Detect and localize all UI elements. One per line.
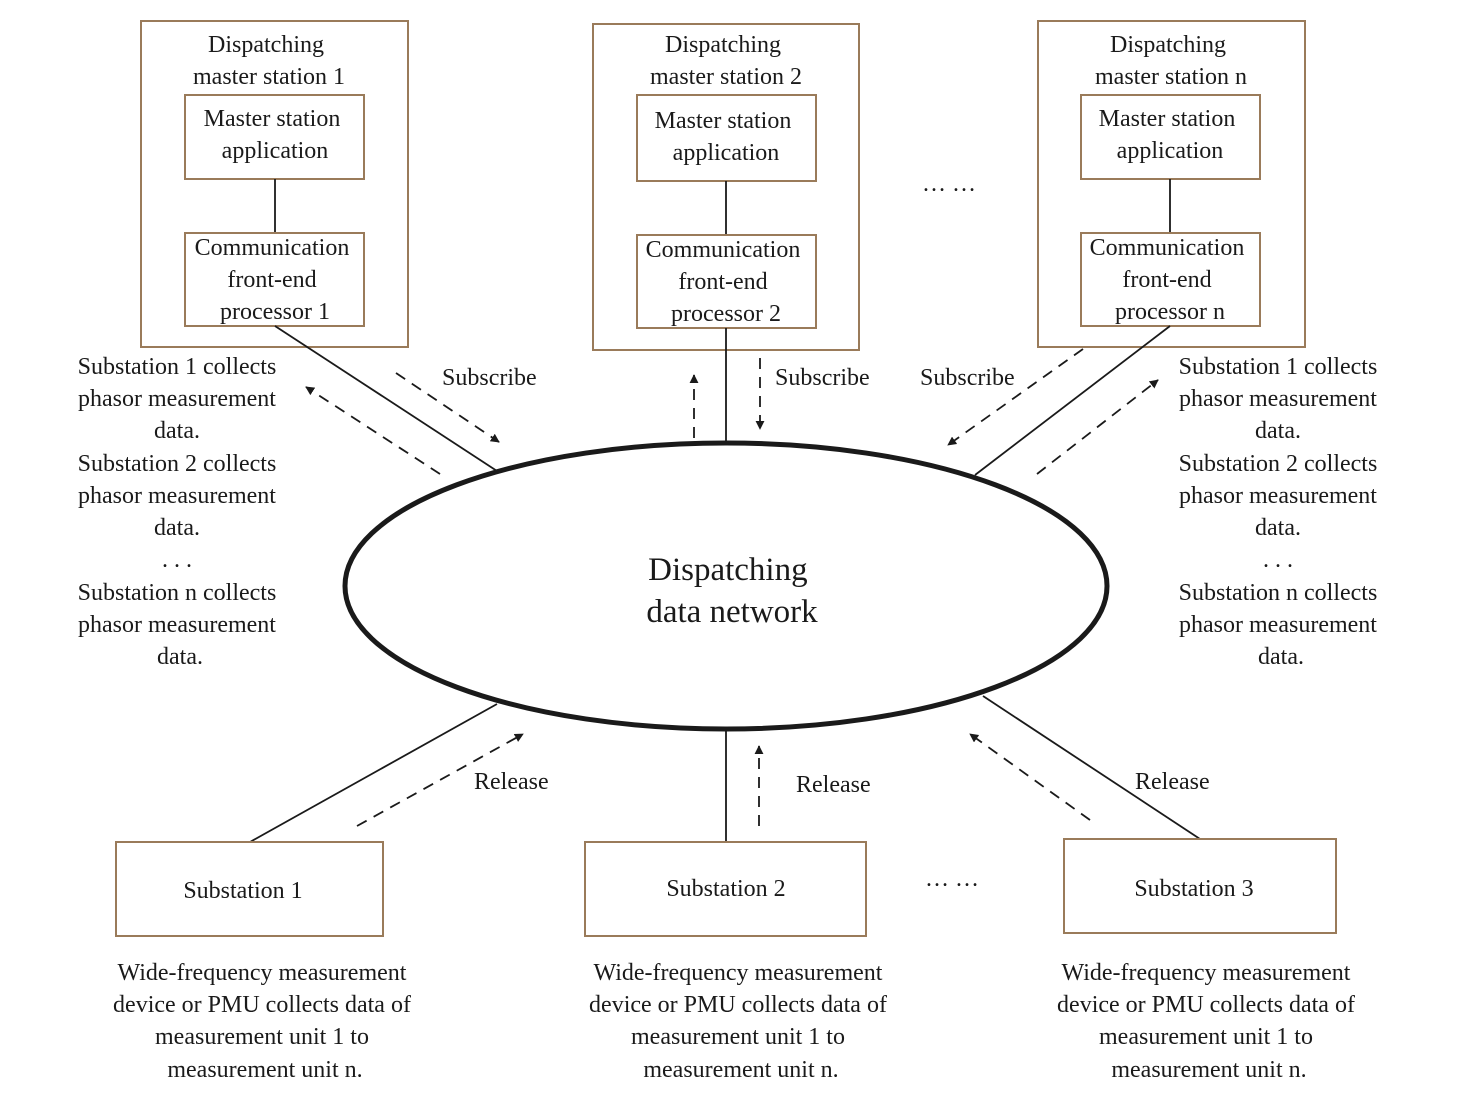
substations-ellipsis: … …	[925, 866, 979, 892]
substation-3-description: Wide-frequency measurement device or PMU…	[1057, 960, 1361, 1083]
substation-1-description: Wide-frequency measurement device or PMU…	[113, 960, 417, 1083]
master-station-1: Dispatching master station 1 Master stat…	[140, 20, 409, 348]
link-processor-n-network	[974, 325, 1171, 476]
release-label-3: Release	[1135, 769, 1210, 795]
front-end-processor-2-label: Communication front-end processor 2	[646, 237, 807, 327]
release-arrow-3	[969, 733, 1091, 821]
substation-2-box	[584, 841, 867, 937]
link-substation-3-network	[982, 695, 1201, 840]
substation-1-label: Substation 1	[183, 878, 302, 904]
link-processor-1-network	[274, 325, 498, 472]
subscribe-arrow-n	[947, 348, 1084, 446]
subscribe-arrow-1	[395, 372, 500, 443]
collected-data-notes-left: Substation 1 collects phasor measurement…	[78, 354, 283, 670]
release-label-2: Release	[796, 772, 871, 798]
master-station-1-application-label: Master station application	[204, 106, 347, 164]
collected-data-arrow-1	[305, 386, 441, 475]
release-label-1: Release	[474, 769, 549, 795]
substation-1-box	[115, 841, 384, 937]
subscribe-label-2: Subscribe	[775, 365, 870, 391]
subscribe-label-n: Subscribe	[920, 365, 1015, 391]
master-station-2-application-label: Master station application	[655, 108, 798, 166]
dispatching-data-network-label: Dispatching data network	[646, 552, 818, 630]
master-station-n-title: Dispatching master station n	[1095, 32, 1247, 90]
master-station-2: Dispatching master station 2 Master stat…	[592, 23, 860, 351]
front-end-processor-n-box	[1080, 232, 1261, 327]
master-station-n: Dispatching master station n Master stat…	[1037, 20, 1306, 348]
release-arrow-1	[356, 733, 524, 827]
master-station-n-frame	[1037, 20, 1306, 348]
substation-2-label: Substation 2	[666, 876, 785, 902]
substation-2-description: Wide-frequency measurement device or PMU…	[589, 960, 893, 1083]
substation-2: Substation 2 Wide-frequency measurement …	[584, 841, 893, 1083]
collected-data-notes-right: Substation 1 collects phasor measurement…	[1179, 354, 1384, 670]
front-end-processor-1-label: Communication front-end processor 1	[195, 235, 356, 325]
substation-1: Substation 1 Wide-frequency measurement …	[113, 841, 417, 1083]
master-station-2-title: Dispatching master station 2	[650, 32, 802, 90]
subscribe-label-1: Subscribe	[442, 365, 537, 391]
collected-data-arrow-n	[1036, 379, 1159, 475]
substation-3-label: Substation 3	[1134, 876, 1253, 902]
front-end-processor-n-label: Communication front-end processor n	[1090, 235, 1251, 325]
link-substation-1-network	[249, 703, 498, 843]
substation-3: Substation 3 Wide-frequency measurement …	[1057, 838, 1361, 1083]
substation-3-box	[1063, 838, 1337, 934]
master-station-1-frame	[140, 20, 409, 348]
master-station-n-application-label: Master station application	[1099, 106, 1242, 164]
master-station-1-title: Dispatching master station 1	[193, 32, 345, 90]
master-stations-ellipsis: … …	[922, 171, 976, 197]
front-end-processor-1-box	[184, 232, 365, 327]
